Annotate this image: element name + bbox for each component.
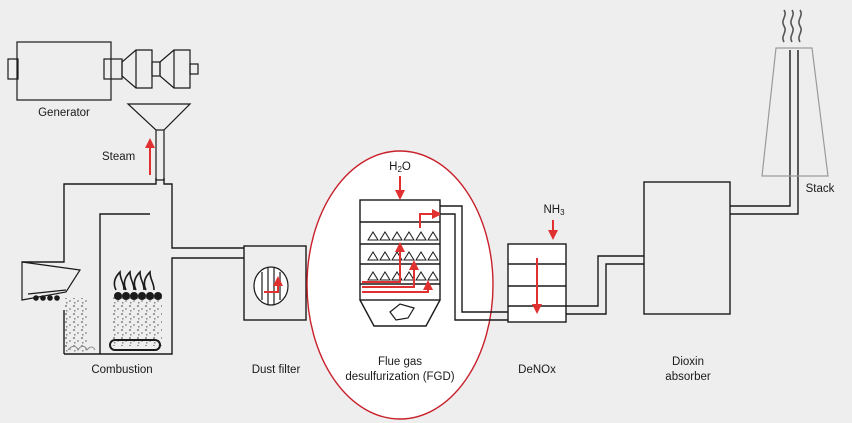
dust-filter-flow-arrow <box>264 276 283 293</box>
turbine-stage-2 <box>159 49 191 89</box>
duct-dioxin-to-stack <box>730 50 799 215</box>
dust-filter-element <box>253 266 289 306</box>
grate-rollers <box>114 292 162 300</box>
stack <box>761 47 829 177</box>
ash-fall-right <box>112 296 162 346</box>
dust-filter-label: Dust filter <box>251 364 301 376</box>
generator-body <box>16 41 112 101</box>
generator-coupling <box>103 58 123 80</box>
h2o-main: H <box>389 161 398 173</box>
nh3-subscript: 3 <box>560 208 565 217</box>
fgd-flow-arrows <box>362 209 442 293</box>
combustion-label: Combustion <box>91 364 153 376</box>
generator <box>7 41 123 101</box>
fgd-label-line1: Flue gas <box>377 356 423 368</box>
ash-fall-left <box>64 298 88 352</box>
dioxin-label-line1: Dioxin <box>672 356 704 368</box>
fgd-scrubber <box>359 199 441 327</box>
nh3-main: NH <box>543 204 561 216</box>
generator-label: Generator <box>38 107 90 119</box>
duct-denox-to-dioxin <box>566 255 644 315</box>
ash-pile <box>67 345 96 352</box>
generator-left-terminal <box>7 58 19 80</box>
stack-label: Stack <box>805 183 835 195</box>
smoke-icon <box>782 9 802 43</box>
fgd-label-line2: desulfurization (FGD) <box>345 371 455 383</box>
ash-conveyor <box>109 339 161 351</box>
dioxin-absorber <box>643 181 731 315</box>
waste-feed-hopper <box>21 261 82 301</box>
duct-fgd-to-denox <box>440 205 508 321</box>
nh3-label: NH3 <box>538 203 570 220</box>
steam-funnel <box>126 103 192 181</box>
dioxin-absorber-label: Dioxin absorber <box>648 355 728 385</box>
steam-label: Steam <box>102 151 136 163</box>
feed-rollers <box>33 295 60 301</box>
fgd-highlight-ring <box>306 150 494 420</box>
denox-label: DeNOx <box>518 364 556 376</box>
turbine-stage-1 <box>121 49 153 89</box>
h2o-label: H2O <box>384 160 416 177</box>
flame-icon <box>113 270 155 291</box>
turbine <box>121 49 199 89</box>
h2o-subscript: 2 <box>397 165 402 174</box>
h2o-tail: O <box>401 161 411 173</box>
fgd-label: Flue gas desulfurization (FGD) <box>330 355 470 385</box>
dust-filter <box>243 245 307 321</box>
dioxin-label-line2: absorber <box>665 371 711 383</box>
